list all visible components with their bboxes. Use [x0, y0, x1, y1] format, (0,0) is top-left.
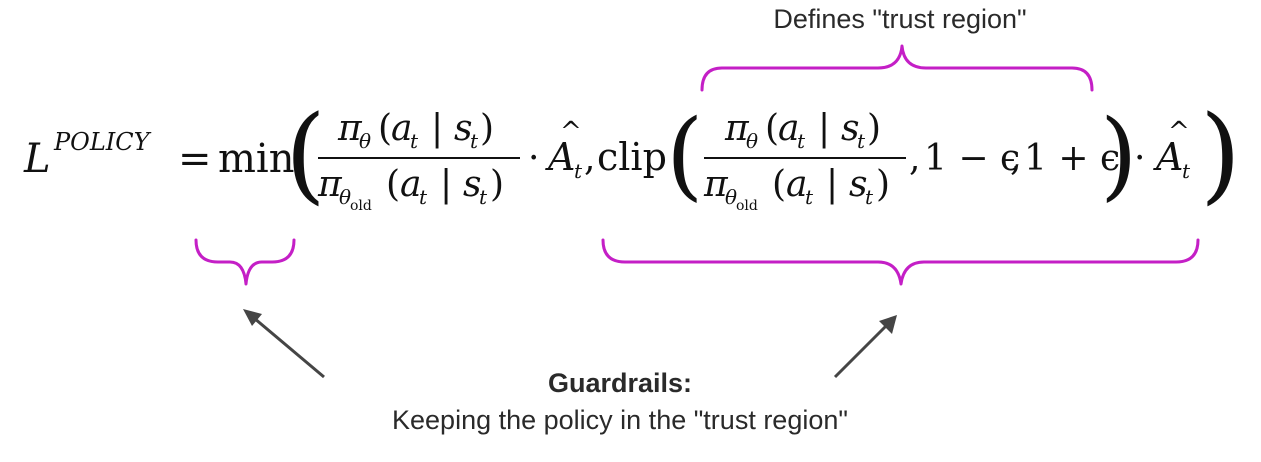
svg-text:π: π: [703, 164, 729, 205]
min-brace: [194, 238, 296, 286]
clip-function: clip: [597, 135, 667, 179]
svg-text:s: s: [849, 164, 867, 205]
svg-text:|: |: [826, 164, 838, 205]
svg-text:^: ^: [560, 117, 582, 147]
svg-text:): ): [876, 164, 890, 205]
dot-operator-2: ·: [1134, 138, 1145, 179]
svg-text:|: |: [818, 108, 830, 149]
right-arrow-head: [879, 315, 897, 334]
svg-text:t: t: [410, 129, 419, 153]
svg-text:): ): [867, 108, 881, 149]
svg-text:A: A: [1153, 135, 1183, 179]
right-arrow: [833, 323, 889, 379]
outer-left-paren: (: [285, 93, 326, 215]
svg-text:a: a: [400, 164, 421, 205]
equals-sign: =: [178, 136, 212, 182]
svg-text:): ): [480, 108, 494, 149]
svg-text:(: (: [765, 108, 779, 149]
svg-text:θ: θ: [725, 185, 737, 209]
svg-text:old: old: [736, 198, 758, 214]
svg-text:π: π: [337, 108, 363, 149]
svg-text:s: s: [841, 108, 859, 149]
min-operator: min: [218, 136, 294, 182]
svg-text:a: a: [786, 164, 807, 205]
clip-right-paren: ): [1100, 99, 1137, 211]
lhs-symbol: L: [23, 136, 51, 182]
svg-text:(: (: [386, 164, 400, 205]
svg-text:t: t: [1182, 159, 1191, 183]
svg-text:s: s: [454, 108, 472, 149]
svg-text:|: |: [431, 108, 443, 149]
svg-text:θ: θ: [746, 129, 758, 153]
svg-text:t: t: [865, 185, 874, 209]
svg-text:^: ^: [1168, 117, 1190, 147]
svg-text:t: t: [419, 185, 428, 209]
fraction-1-denominator: π θ old ( a t | s t ): [317, 164, 504, 214]
clip-left-paren: (: [666, 99, 703, 211]
svg-text:π: π: [317, 164, 343, 205]
clip-brace: [601, 238, 1200, 286]
svg-text:t: t: [857, 129, 866, 153]
svg-text:): ): [490, 164, 504, 205]
comma-3: ,: [1010, 138, 1021, 179]
left-arrow: [253, 316, 325, 379]
svg-text:(: (: [772, 164, 786, 205]
fraction-2-numerator: π θ ( a t | s t ): [724, 108, 881, 153]
fraction-2-denominator: π θ old ( a t | s t ): [703, 164, 890, 214]
left-arrow-head: [243, 309, 262, 326]
trust-region-label: Defines "trust region": [773, 4, 1027, 34]
comma-2: ,: [909, 138, 920, 179]
trust-region-brace: [700, 44, 1094, 92]
svg-text:(: (: [378, 108, 392, 149]
svg-text:a: a: [391, 108, 412, 149]
svg-text:t: t: [479, 185, 488, 209]
dot-operator-1: ·: [528, 138, 539, 179]
svg-text:A: A: [545, 135, 575, 179]
upper-bound: 1 + ϵ: [1024, 138, 1120, 179]
svg-text:old: old: [350, 198, 372, 214]
svg-text:π: π: [724, 108, 750, 149]
svg-text:θ: θ: [339, 185, 351, 209]
svg-text:t: t: [470, 129, 479, 153]
svg-text:t: t: [805, 185, 814, 209]
svg-text:a: a: [778, 108, 799, 149]
fraction-1-numerator: π θ ( a t | s t ): [337, 108, 494, 153]
guardrails-title: Guardrails:: [547, 368, 693, 398]
svg-text:s: s: [463, 164, 481, 205]
advantage-term-2: A ^ t: [1153, 117, 1191, 183]
svg-text:t: t: [574, 159, 583, 183]
svg-text:θ: θ: [359, 129, 371, 153]
svg-text:|: |: [440, 164, 452, 205]
lhs-superscript: POLICY: [53, 128, 152, 156]
guardrails-caption: Guardrails: Keeping the policy in the "t…: [300, 365, 940, 439]
guardrails-text: Keeping the policy in the "trust region": [392, 405, 848, 435]
outer-right-paren: ): [1200, 93, 1241, 215]
comma-1: ,: [584, 138, 595, 179]
lower-bound: 1 − ϵ: [924, 138, 1020, 179]
svg-text:t: t: [797, 129, 806, 153]
advantage-term-1: A ^ t: [545, 117, 583, 183]
